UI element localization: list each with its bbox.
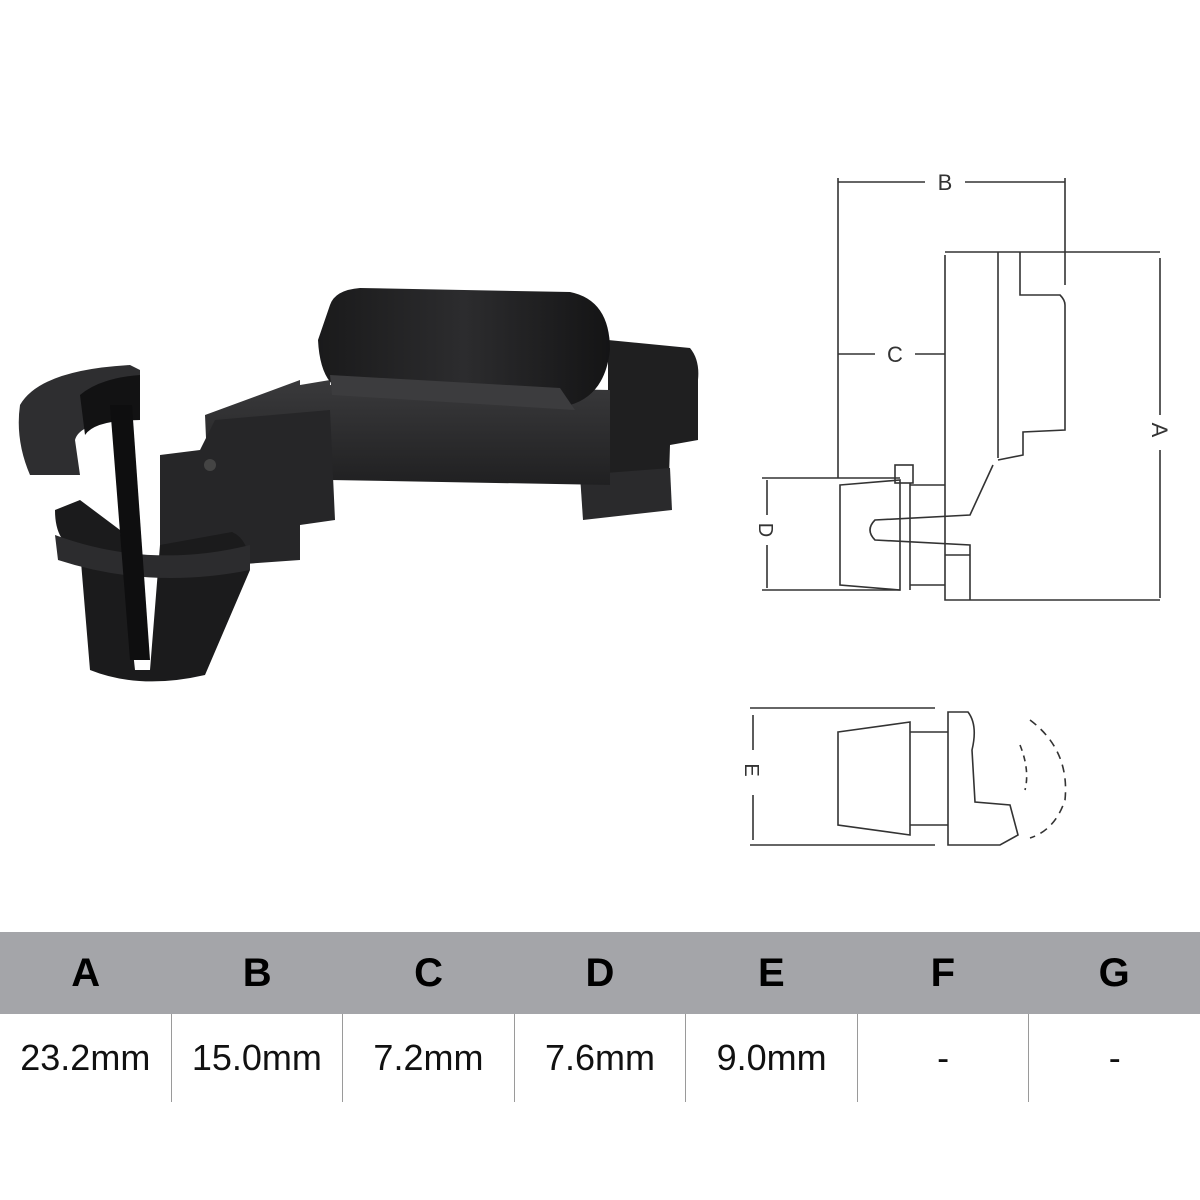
dim-label-c: C: [887, 342, 903, 367]
value-cell-a: 23.2mm: [20, 1037, 151, 1078]
dim-label-a: A: [1147, 423, 1172, 438]
value-cell-e: 9.0mm: [685, 1014, 857, 1102]
header-cell-g: G: [1098, 950, 1130, 995]
value-cell-f: -: [856, 1014, 1029, 1102]
header-cell-a: A: [71, 950, 101, 995]
technical-drawing-side-view: B C D A: [740, 160, 1180, 620]
value-cell-b: 15.0mm: [170, 1014, 343, 1102]
value-cell-d: 7.6mm: [513, 1014, 686, 1102]
dim-label-e: E: [740, 763, 762, 776]
header-cell-c: C: [414, 950, 443, 995]
header-cell-b: B: [242, 950, 272, 995]
header-cell-e: E: [758, 950, 785, 995]
header-cell-f: F: [930, 950, 956, 995]
technical-drawing-top-view: E: [720, 690, 1100, 870]
header-cell-d: D: [585, 950, 615, 995]
spec-table-header: A B C D E F G: [0, 932, 1200, 1014]
dim-label-b: B: [938, 170, 953, 195]
product-photo: [0, 270, 720, 710]
value-cell-c: 7.2mm: [342, 1014, 514, 1102]
spec-table: A B C D E F G 23.2mm 15.0mm 7.2mm 7.6mm …: [0, 932, 1200, 1102]
value-cell-g: -: [1028, 1014, 1200, 1102]
dim-label-d: D: [754, 523, 776, 537]
spec-table-row: 23.2mm 15.0mm 7.2mm 7.6mm 9.0mm - -: [0, 1014, 1200, 1102]
